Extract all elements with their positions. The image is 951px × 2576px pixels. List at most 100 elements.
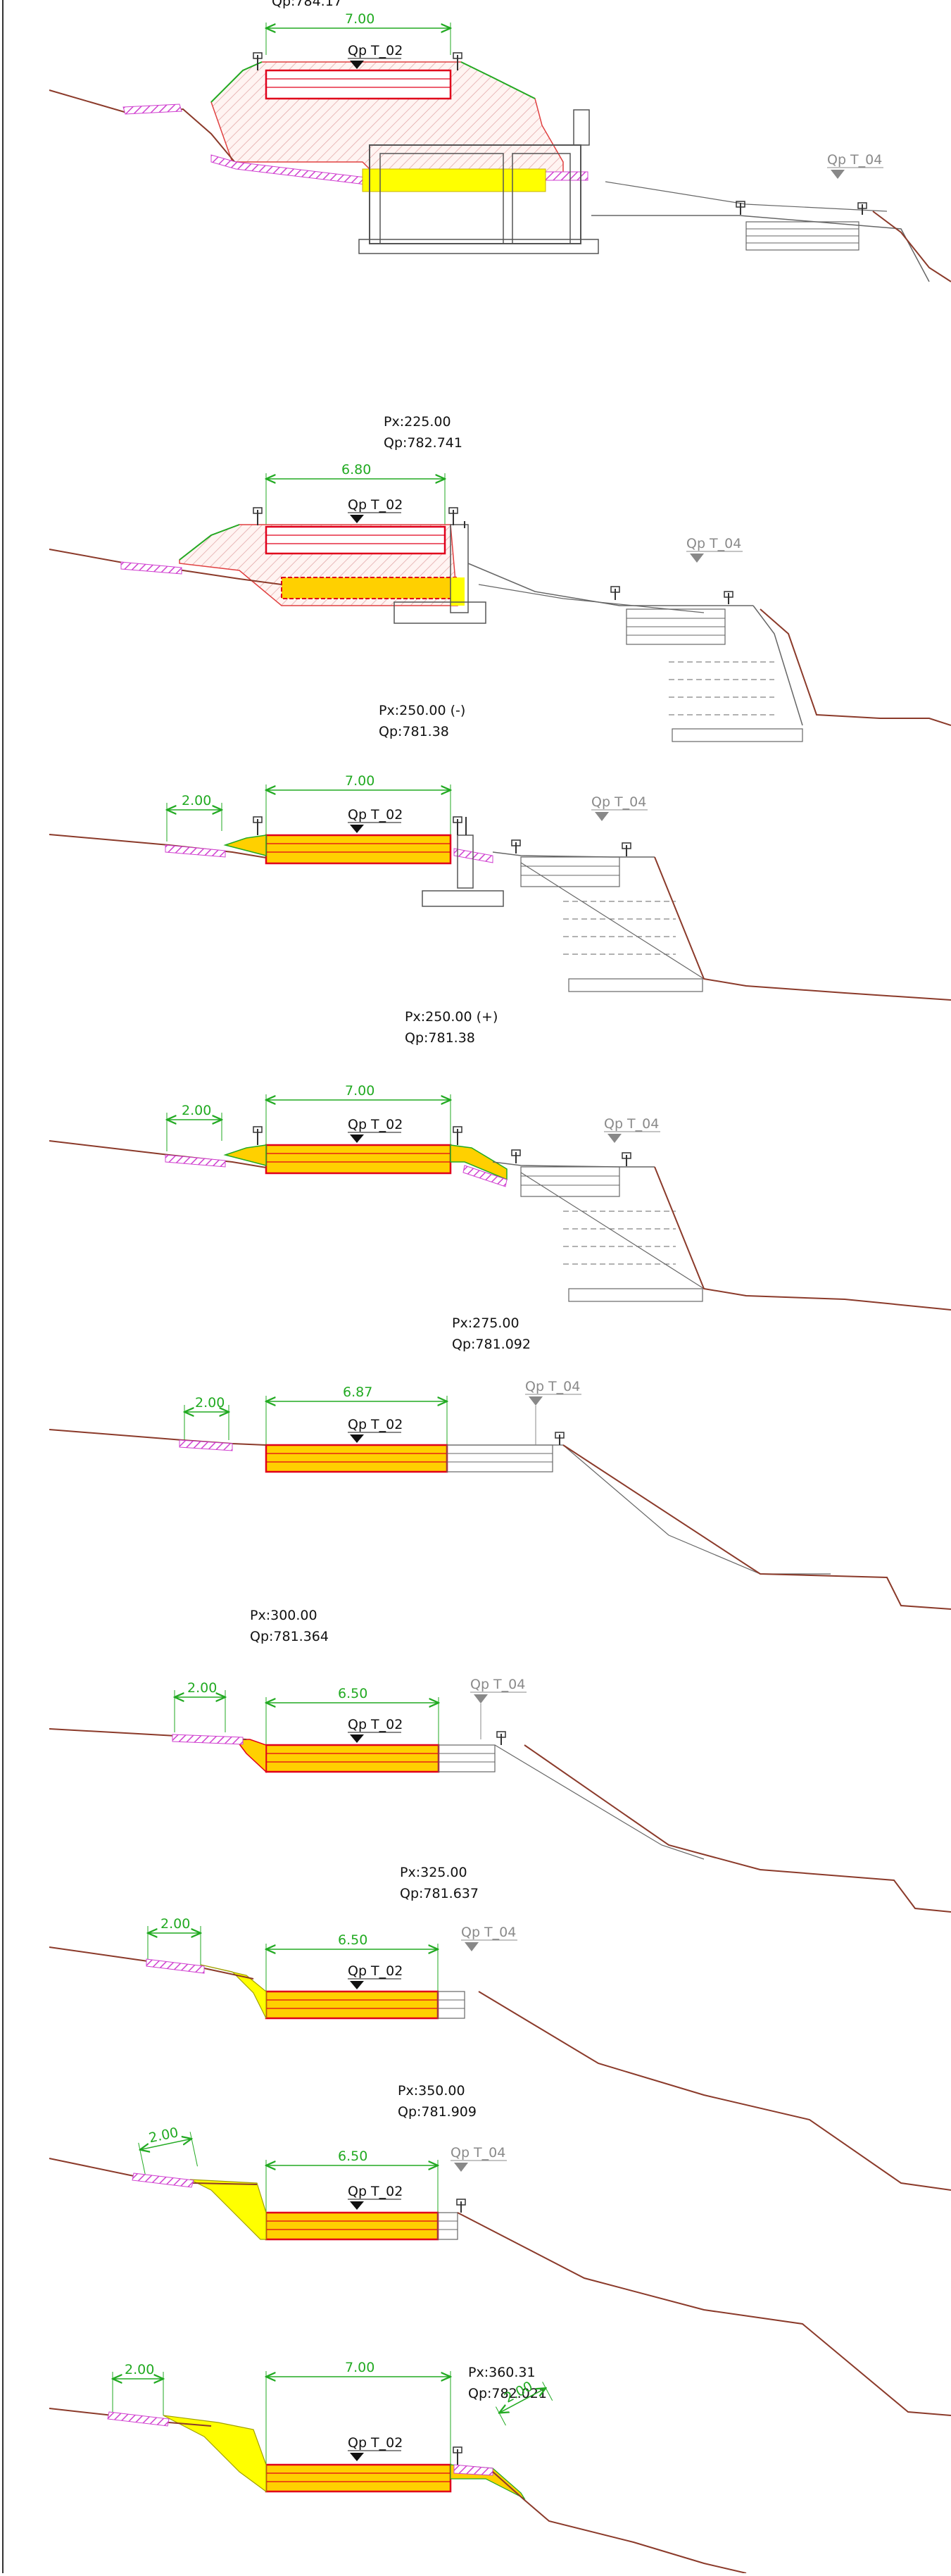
culvert-structure	[358, 109, 599, 254]
ref-label: Qp T_04	[827, 152, 882, 168]
axis-label: Qp T_02	[348, 1417, 403, 1432]
right-terrain	[654, 1166, 951, 1311]
axis-label: Qp T_02	[348, 807, 403, 823]
ref-label: Qp T_04	[451, 2145, 505, 2161]
cross-section-2: Px:250.00 (-) Qp:781.38 2.00 7.00 Qp T_0…	[49, 703, 951, 1001]
guardrail-right	[453, 1126, 462, 1145]
ref-label: Qp T_04	[604, 1116, 659, 1132]
top-width-label: 7.00	[345, 1083, 374, 1099]
right-terrain	[760, 608, 951, 726]
axis-label: Qp T_02	[348, 43, 403, 58]
axis-label: Qp T_02	[348, 1963, 403, 1979]
guardrail-left	[253, 507, 263, 525]
ref-marker: Qp T_04	[461, 1925, 517, 1951]
right-terrain	[524, 1744, 951, 1913]
section-px-label: Px:350.00	[398, 2083, 465, 2099]
axis-marker: Qp T_02	[348, 807, 403, 833]
section-px-label: Px:275.00	[452, 1315, 519, 1331]
cross-section-4: Px:275.00 Qp:781.092 2.00 6.87 Qp T_02	[49, 1315, 951, 1610]
section-qp-label: Qp:784.17	[272, 0, 342, 9]
side-width-dimension: 2.00	[148, 1916, 201, 1972]
pavement-layers	[265, 1990, 439, 2020]
topsoil-strip-left	[107, 2411, 170, 2427]
axis-marker: Qp T_02	[348, 497, 403, 523]
guardrail-right	[453, 52, 462, 70]
side-width-dimension: 2.00	[167, 793, 222, 842]
pavement-layers	[265, 1744, 440, 1773]
cross-section-8: Px:360.31 Qp:782.021 2.00 2.00 7.00	[49, 2360, 747, 2574]
ref-label: Qp T_04	[461, 1925, 516, 1940]
topsoil-strip-left	[179, 1439, 233, 1451]
right-terrain	[872, 211, 951, 282]
side-width-dimension: 2.00	[167, 1103, 222, 1151]
top-width-label: 6.50	[338, 1686, 367, 1701]
topsoil-strip-left	[172, 1734, 244, 1745]
top-width-label: 6.50	[338, 1932, 367, 1948]
section-qp-label: Qp:781.092	[452, 1337, 531, 1352]
right-terrain	[478, 1991, 951, 2191]
cross-section-7: Px:350.00 Qp:781.909 2.00 6.50 Qp T_02	[49, 2083, 951, 2416]
section-px-label: Px:325.00	[400, 1865, 467, 1880]
top-width-dimension: 6.50	[266, 1686, 439, 1745]
axis-marker: Qp T_02	[348, 1717, 403, 1743]
ref-label: Qp T_04	[591, 794, 646, 810]
section-qp-label: Qp:782.741	[384, 435, 462, 451]
ref-marker: Qp T_04	[686, 536, 743, 563]
pavement-layers	[265, 2463, 452, 2493]
cross-section-5: Px:300.00 Qp:781.364 2.00 6.50 Qp T_02	[49, 1608, 951, 1913]
guardrail-far	[736, 201, 745, 215]
side-width-dimension: 2.00	[175, 1680, 225, 1732]
left-fill-yellow	[163, 2415, 267, 2493]
section-px-label: Px:300.00	[250, 1608, 317, 1623]
top-width-label: 6.50	[338, 2149, 367, 2164]
topsoil-strip-left	[132, 2172, 194, 2188]
ref-marker: Qp T_04	[591, 794, 648, 821]
guardrail-right	[453, 816, 462, 835]
section-qp-label: Qp:781.909	[398, 2104, 477, 2120]
ref-marker: Qp T_04	[451, 2145, 507, 2172]
top-width-dimension: 6.50	[266, 1932, 438, 1992]
ref-label: Qp T_04	[525, 1379, 580, 1394]
guardrail-far	[555, 1432, 565, 1445]
pavement-layers	[265, 2211, 439, 2241]
topsoil-strip-right	[453, 2464, 493, 2476]
topsoil-strip-left	[165, 844, 226, 858]
subgrade-yellow	[362, 168, 546, 192]
topsoil-strip-right	[462, 1165, 508, 1187]
side-width-label: 2.00	[160, 1916, 190, 1932]
ref-label: Qp T_04	[686, 536, 741, 551]
natural-terrain	[49, 1429, 267, 1446]
bridge-abutment	[393, 521, 486, 624]
cross-section-3: Px:250.00 (+) Qp:781.38 2.00 7.00 Qp T_0…	[49, 1009, 951, 1311]
axis-label: Qp T_02	[348, 1117, 403, 1132]
guardrail-far-2	[857, 202, 867, 215]
guardrail-far-2	[622, 842, 631, 856]
pavement-layers	[265, 834, 452, 865]
section-qp-label: Qp:781.38	[379, 724, 449, 739]
pavement-layers	[265, 69, 452, 100]
side-width-label: 2.00	[125, 2362, 154, 2377]
ref-marker: Qp T_04	[827, 152, 883, 179]
left-slope-topsoil	[210, 61, 263, 103]
guardrail-far	[456, 2199, 466, 2213]
guardrail-far	[496, 1731, 506, 1745]
section-px-label: Px:250.00 (+)	[405, 1009, 498, 1025]
side-width-label: 2.00	[182, 1103, 211, 1118]
topsoil-strip-left	[165, 1154, 226, 1168]
axis-label: Qp T_02	[348, 1717, 403, 1732]
section-px-label: Px:225.00	[384, 414, 451, 430]
top-width-label: 7.00	[345, 11, 374, 27]
retaining-wall	[626, 605, 803, 742]
pavement-layers	[265, 1444, 448, 1473]
top-width-dimension: 6.80	[266, 462, 445, 527]
guardrail-left	[253, 816, 263, 835]
guardrail-right	[453, 2446, 462, 2465]
guardrail-far	[610, 586, 620, 600]
axis-label: Qp T_02	[348, 2184, 403, 2199]
ref-marker: Qp T_04	[525, 1379, 581, 1445]
right-road-structure	[467, 563, 753, 606]
topsoil-strip-left	[122, 104, 182, 115]
topsoil-strip-left	[146, 1958, 205, 1974]
left-shoulder	[223, 1144, 267, 1166]
right-road-structure	[492, 851, 655, 858]
